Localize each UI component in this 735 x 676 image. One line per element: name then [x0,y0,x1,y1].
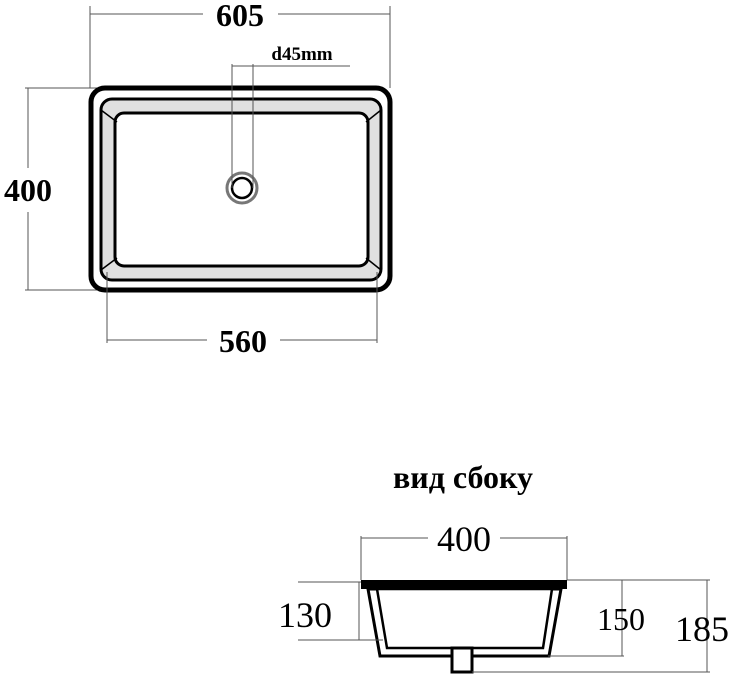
side-drain-pipe [450,646,474,674]
drain-label: d45mm [271,44,332,65]
bevel-top-right [365,109,382,123]
side-view-title: вид сбоку [393,459,533,495]
bevel-top-left [100,109,118,123]
side-view: вид сбоку 400 130 150 185 [278,459,729,674]
side-150-label: 150 [597,601,645,637]
side-bowl-inner [375,587,554,650]
side-rim [361,580,567,589]
top-view: 605 400 d45mm 560 [4,0,393,359]
drain-inner-icon [230,176,254,200]
bevel-bottom-right [365,257,382,271]
dim-605-label: 605 [216,0,264,33]
side-185-label: 185 [675,609,729,649]
dim-560-label: 560 [219,323,267,359]
side-400-label: 400 [437,519,491,559]
dim-400-label: 400 [4,172,52,208]
side-130-label: 130 [278,595,332,635]
bevel-bottom-left [100,257,118,271]
